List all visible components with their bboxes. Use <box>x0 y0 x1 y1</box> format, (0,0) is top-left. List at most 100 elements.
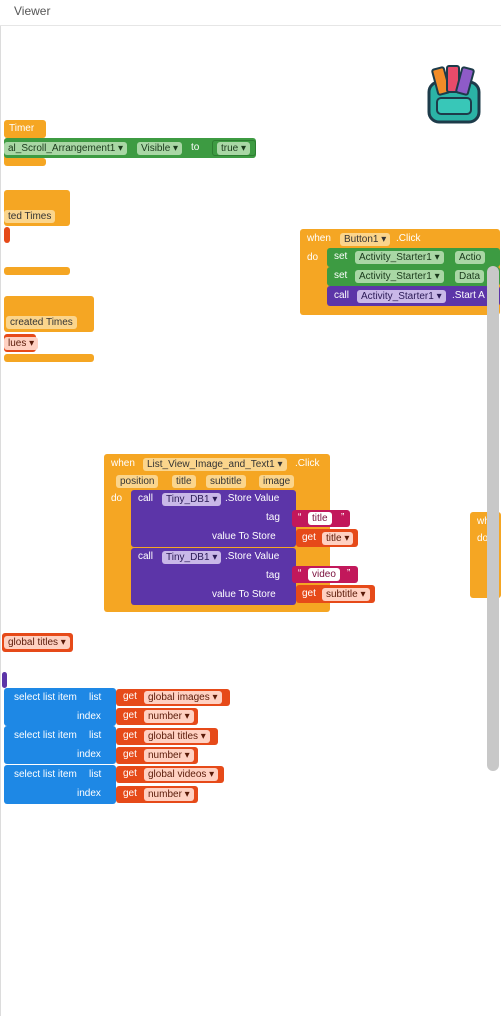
activity-starter-dropdown-3[interactable]: Activity_Starter1 ▾ <box>357 290 446 303</box>
index-label-2: index <box>77 749 101 760</box>
param-position[interactable]: position <box>116 475 159 488</box>
get-global-images-block[interactable]: get global images ▾ <box>116 689 230 706</box>
set-keyword-2: set <box>334 270 348 281</box>
list-block-connector <box>2 672 7 688</box>
param-title[interactable]: title <box>172 475 196 488</box>
quote-open-1: “ <box>298 512 302 523</box>
get-number-block-3[interactable]: get number ▾ <box>116 786 198 803</box>
get-keyword-7: get <box>123 768 137 779</box>
created-times-block-2[interactable]: created Times <box>4 296 94 332</box>
global-titles-variable-block[interactable]: global titles ▾ <box>2 633 73 652</box>
call-activity-start-block[interactable]: call Activity_Starter1 ▾ .Start A <box>327 286 500 306</box>
text-title-block[interactable]: “ title ” <box>292 510 350 527</box>
get-global-videos-block[interactable]: get global videos ▾ <box>116 766 224 783</box>
index-label-1: index <box>77 711 101 722</box>
get-keyword-3: get <box>123 691 137 702</box>
get-number-block-1[interactable]: get number ▾ <box>116 708 198 725</box>
param-subtitle[interactable]: subtitle <box>206 475 246 488</box>
timer-event-label: Timer <box>9 123 35 134</box>
select-list-item-block-1[interactable]: select list item list index <box>4 688 116 726</box>
global-images-dropdown[interactable]: global images ▾ <box>144 691 222 704</box>
fragment-bar-1 <box>4 267 70 275</box>
scroll-arrangement-dropdown[interactable]: al_Scroll_Arrangement1 ▾ <box>4 142 128 155</box>
activity-starter-dropdown-2[interactable]: Activity_Starter1 ▾ <box>355 270 444 283</box>
get-keyword-5: get <box>123 730 137 741</box>
quote-open-2: “ <box>298 568 302 579</box>
text-video-block[interactable]: “ video ” <box>292 566 358 583</box>
text-video-value[interactable]: video <box>308 568 340 581</box>
quote-close-1: ” <box>341 512 345 523</box>
get-title-dropdown[interactable]: title ▾ <box>322 532 354 545</box>
timer-event-bottom <box>4 158 46 166</box>
activity-data-dropdown[interactable]: Data <box>455 270 485 283</box>
set-activity-action-block[interactable]: set Activity_Starter1 ▾ Actio <box>327 248 500 267</box>
set-activity-data-block[interactable]: set Activity_Starter1 ▾ Data <box>327 267 500 286</box>
to-keyword: to <box>191 142 200 153</box>
tinydb-dropdown-1[interactable]: Tiny_DB1 ▾ <box>162 493 222 506</box>
get-global-titles-block[interactable]: get global titles ▾ <box>116 728 218 745</box>
get-keyword-1: get <box>302 532 316 543</box>
workspace-left-border <box>0 26 1 1016</box>
get-keyword-8: get <box>123 788 137 799</box>
values-dropdown[interactable]: lues ▾ <box>4 337 39 350</box>
get-subtitle-block[interactable]: get subtitle ▾ <box>296 585 375 603</box>
get-title-block[interactable]: get title ▾ <box>296 529 358 547</box>
select-list-item-label-2: select list item <box>14 730 77 741</box>
global-titles-dropdown[interactable]: global titles ▾ <box>144 730 210 743</box>
tinydb-dropdown-2[interactable]: Tiny_DB1 ▾ <box>162 551 222 564</box>
list-label-2: list <box>89 730 102 741</box>
start-activity-label: .Start A <box>452 290 485 301</box>
tinydb-store-block-2[interactable]: call Tiny_DB1 ▾ .Store Value tag value T… <box>131 548 296 605</box>
get-keyword-2: get <box>302 588 316 599</box>
button1-dropdown[interactable]: Button1 ▾ <box>340 233 391 246</box>
timer-event-block[interactable]: Timer <box>4 120 46 138</box>
partial-when-keyword: wh <box>477 516 490 527</box>
blocks-workspace[interactable]: Timer al_Scroll_Arrangement1 ▾ Visible ▾… <box>0 26 501 1016</box>
fragment-bar-2 <box>4 354 94 362</box>
viewer-header: Viewer <box>0 0 501 26</box>
get-number-block-2[interactable]: get number ▾ <box>116 747 198 764</box>
get-subtitle-dropdown[interactable]: subtitle ▾ <box>322 588 370 601</box>
listview-dropdown[interactable]: List_View_Image_and_Text1 ▾ <box>143 458 287 471</box>
backpack-icon[interactable] <box>421 62 487 128</box>
activity-action-dropdown[interactable]: Actio <box>455 251 486 264</box>
get-keyword-6: get <box>123 749 137 760</box>
quote-close-2: ” <box>347 568 351 579</box>
number-dropdown-3[interactable]: number ▾ <box>144 788 194 801</box>
store-value-label-1: .Store Value <box>225 493 280 504</box>
select-list-item-block-3[interactable]: select list item list index <box>4 765 116 804</box>
vertical-scrollbar[interactable] <box>487 266 499 771</box>
value-to-store-label-1: value To Store <box>212 531 276 542</box>
created-times-block-1[interactable]: ted Times <box>4 190 70 226</box>
visible-property-dropdown[interactable]: Visible ▾ <box>137 142 183 155</box>
index-label-3: index <box>77 788 101 799</box>
set-visible-block[interactable]: al_Scroll_Arrangement1 ▾ Visible ▾ to <box>4 138 256 158</box>
click-event-label: .Click <box>396 233 421 244</box>
listview-click-label: .Click <box>295 458 320 469</box>
global-titles-dropdown-top[interactable]: global titles ▾ <box>4 636 70 649</box>
select-list-item-label-3: select list item <box>14 769 77 780</box>
number-dropdown-1[interactable]: number ▾ <box>144 710 194 723</box>
list-label-3: list <box>89 769 102 780</box>
do-keyword: do <box>307 252 319 263</box>
tag-label-2: tag <box>266 570 280 581</box>
values-variable-block[interactable]: lues ▾ <box>4 334 39 352</box>
viewer-title: Viewer <box>14 4 51 18</box>
global-videos-dropdown[interactable]: global videos ▾ <box>144 768 219 781</box>
when-keyword-2: when <box>111 458 135 469</box>
text-title-value[interactable]: title <box>308 512 332 525</box>
activity-starter-dropdown-1[interactable]: Activity_Starter1 ▾ <box>355 251 444 264</box>
true-dropdown[interactable]: true ▾ <box>217 142 251 155</box>
list-label-1: list <box>89 692 102 703</box>
call-keyword-1: call <box>334 290 350 301</box>
call-keyword-2: call <box>138 493 154 504</box>
number-dropdown-2[interactable]: number ▾ <box>144 749 194 762</box>
true-block[interactable]: true ▾ <box>212 140 256 156</box>
call-keyword-3: call <box>138 551 154 562</box>
get-keyword-4: get <box>123 710 137 721</box>
variable-stub-1 <box>4 227 10 243</box>
param-image[interactable]: image <box>259 475 295 488</box>
tinydb-store-block-1[interactable]: call Tiny_DB1 ▾ .Store Value tag value T… <box>131 490 296 547</box>
store-value-label-2: .Store Value <box>225 551 280 562</box>
select-list-item-block-2[interactable]: select list item list index <box>4 726 116 764</box>
